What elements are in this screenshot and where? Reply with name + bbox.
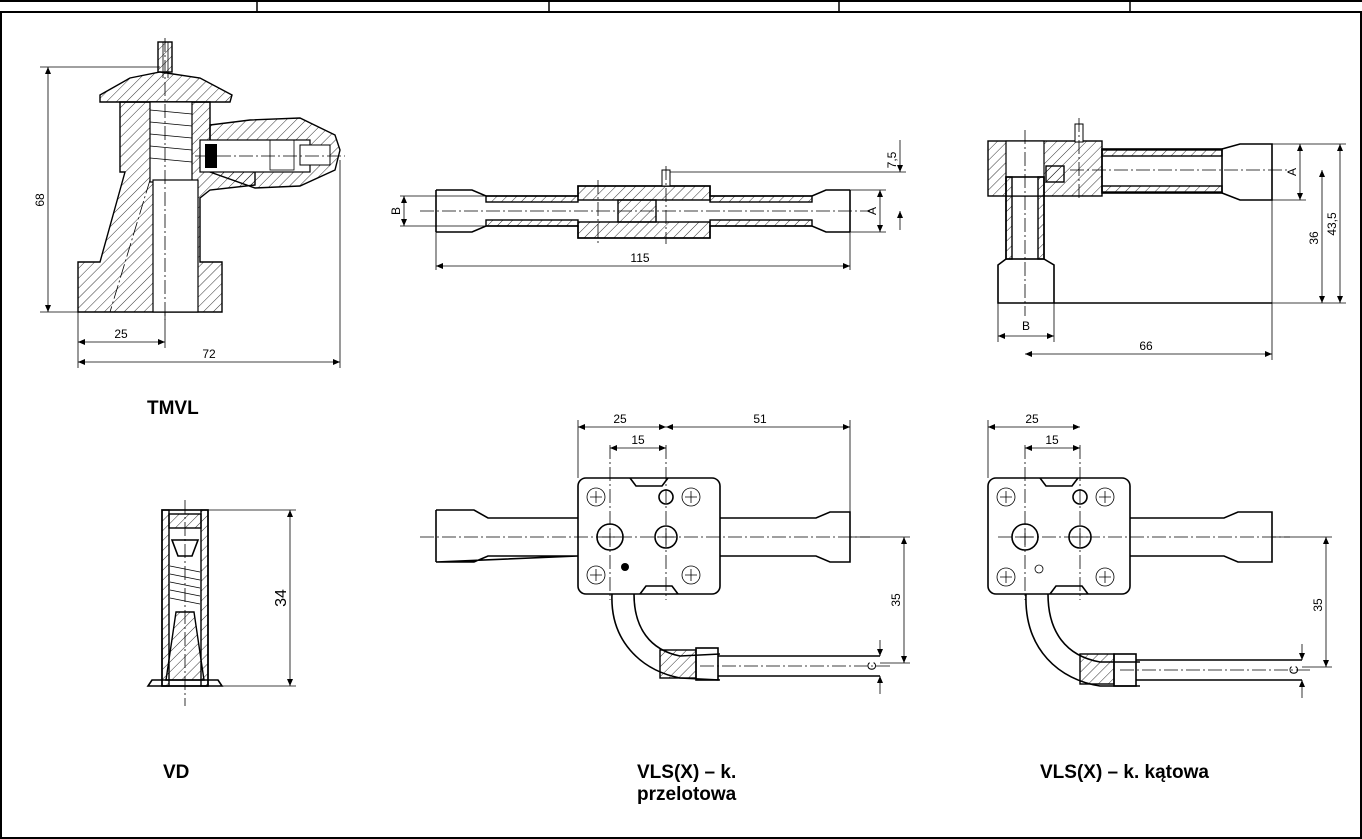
tmvl-dim-height: 68	[33, 193, 47, 207]
vls-angle-dim-length: 66	[1139, 339, 1153, 353]
drawing-frame	[0, 11, 1362, 839]
caption-vls-straight-line1: VLS(X) – k.	[637, 762, 737, 783]
vls-angle-plan-dim-35: 35	[1311, 598, 1325, 612]
vls-angle-plan-dim-c: C	[1287, 665, 1301, 674]
vls-angle-plan-dim-15: 15	[1045, 433, 1059, 447]
vls-angle-dim-b: B	[1022, 319, 1030, 333]
vls-straight-plan-dim-35: 35	[889, 593, 903, 607]
tmvl-dim-base: 25	[114, 327, 128, 341]
caption-tmvl: TMVL	[147, 398, 199, 419]
vls-straight-plan-dim-25: 25	[613, 412, 627, 426]
vls-angle-dim-h1: 36	[1307, 231, 1321, 245]
vls-straight-section-drawing	[400, 140, 906, 270]
vls-straight-plan-dim-51: 51	[753, 412, 767, 426]
vls-angle-plan-dim-25: 25	[1025, 412, 1039, 426]
vls-angle-section-drawing	[987, 118, 1346, 360]
vd-drawing	[146, 500, 296, 706]
vls-angle-dim-a: A	[1285, 168, 1299, 176]
vls-straight-plan-dim-15: 15	[631, 433, 645, 447]
vls-straight-dim-b: B	[389, 207, 403, 215]
vls-straight-dim-a: A	[865, 207, 879, 215]
vls-straight-dim-offset: 7,5	[885, 151, 899, 168]
tmvl-drawing	[40, 38, 345, 368]
tmvl-dim-width: 72	[202, 347, 216, 361]
vls-straight-dim-length: 115	[630, 251, 649, 265]
vls-angle-plan-drawing	[987, 420, 1332, 698]
title-strip	[0, 0, 1362, 13]
vls-angle-dim-h2: 43,5	[1325, 212, 1339, 236]
caption-vls-angle: VLS(X) – k. kątowa	[1040, 762, 1209, 783]
vls-straight-plan-dim-c: C	[865, 661, 879, 670]
vd-dim-height: 34	[273, 589, 290, 607]
vls-straight-plan-drawing	[420, 420, 910, 694]
caption-vls-straight-line2: przelotowa	[637, 784, 737, 805]
caption-vd: VD	[163, 762, 190, 783]
